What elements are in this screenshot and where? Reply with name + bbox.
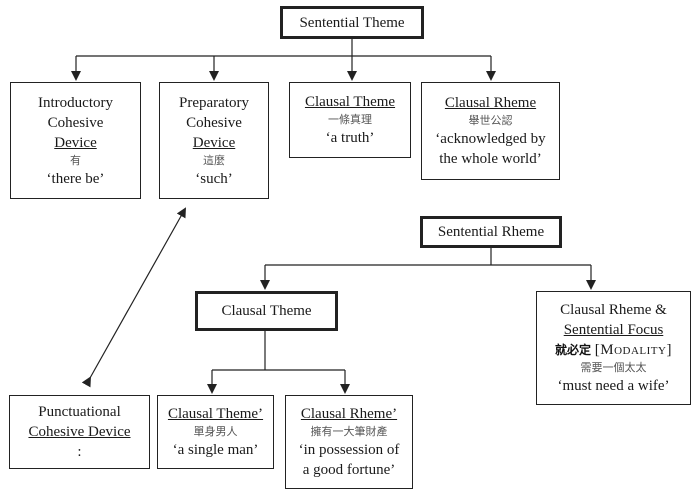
clausal-rheme-top-box: Clausal Rheme 舉世公認 ‘acknowledged by the … — [421, 82, 560, 180]
clausal-rheme-top-chinese: 舉世公認 — [468, 114, 513, 127]
clausal-rheme-focus-chinese-bold: 就必定 — [555, 343, 592, 357]
clausal-rheme-focus-chinese: 需要一個太太 — [580, 361, 647, 374]
introductory-line1: Introductory — [38, 94, 113, 111]
preparatory-line1: Preparatory — [179, 94, 249, 111]
clausal-theme-top-label: Clausal Theme — [304, 94, 396, 110]
preparatory-line3: Device — [192, 134, 236, 151]
introductory-gloss: ‘there be’ — [46, 170, 105, 187]
clausal-rheme-prime-chinese: 擁有一大筆財產 — [310, 425, 388, 438]
clausal-theme-mid-label: Clausal Theme — [221, 303, 312, 319]
clausal-theme-prime-chinese: 單身男人 — [193, 425, 238, 438]
clausal-rheme-focus-line2: Sentential Focus — [563, 322, 664, 338]
clausal-rheme-prime-label: Clausal Rheme’ — [300, 406, 398, 422]
clausal-rheme-top-gloss1: ‘acknowledged by — [435, 131, 546, 147]
clausal-theme-prime-label: Clausal Theme’ — [167, 406, 264, 422]
clausal-theme-top-gloss: ‘a truth’ — [325, 130, 375, 146]
clausal-rheme-focus-line1: Clausal Rheme & — [560, 302, 667, 318]
preparatory-line2: Cohesive — [186, 114, 242, 131]
clausal-rheme-top-label: Clausal Rheme — [444, 95, 537, 111]
clausal-rheme-focus-modality-row: 就必定 [Modality] — [555, 340, 672, 360]
clausal-rheme-focus-modality: [Modality] — [594, 342, 672, 358]
introductory-chinese: 有 — [70, 153, 81, 167]
clausal-rheme-focus-gloss: ‘must need a wife’ — [557, 378, 670, 394]
sentential-rheme-box: Sentential Rheme — [420, 216, 562, 248]
preparatory-chinese: 這麼 — [203, 153, 225, 167]
clausal-rheme-prime-gloss1: ‘in possession of — [298, 442, 400, 458]
sentential-rheme-label: Sentential Rheme — [437, 224, 545, 240]
sentential-theme-box: Sentential Theme — [280, 6, 424, 39]
clausal-theme-top-box: Clausal Theme 一條真理 ‘a truth’ — [289, 82, 411, 158]
introductory-cohesive-device-box: Introductory Cohesive Device 有 ‘there be… — [10, 82, 141, 199]
sentential-theme-label: Sentential Theme — [299, 14, 405, 31]
preparatory-cohesive-device-box: Preparatory Cohesive Device 這麼 ‘such’ — [159, 82, 269, 199]
clausal-theme-prime-gloss: ‘a single man’ — [172, 442, 259, 458]
clausal-theme-mid-box: Clausal Theme — [195, 291, 338, 331]
preparatory-gloss: ‘such’ — [195, 170, 233, 187]
clausal-rheme-top-gloss2: the whole world’ — [439, 151, 542, 167]
clausal-theme-top-chinese: 一條真理 — [328, 113, 372, 126]
clausal-rheme-prime-gloss2: a good fortune’ — [302, 462, 396, 478]
clausal-theme-prime-box: Clausal Theme’ 單身男人 ‘a single man’ — [157, 395, 274, 469]
introductory-line3: Device — [54, 134, 97, 151]
introductory-line2: Cohesive — [47, 114, 104, 131]
punctuational-line2: Cohesive Device — [28, 424, 131, 440]
punctuational-symbol: : — [77, 444, 82, 460]
clausal-rheme-sentential-focus-box: Clausal Rheme & Sentential Focus 就必定 [Mo… — [536, 291, 691, 405]
punctuational-line1: Punctuational — [38, 404, 121, 420]
punctuational-cohesive-device-box: Punctuational Cohesive Device : — [9, 395, 150, 469]
clausal-rheme-prime-box: Clausal Rheme’ 擁有一大筆財產 ‘in possession of… — [285, 395, 413, 489]
